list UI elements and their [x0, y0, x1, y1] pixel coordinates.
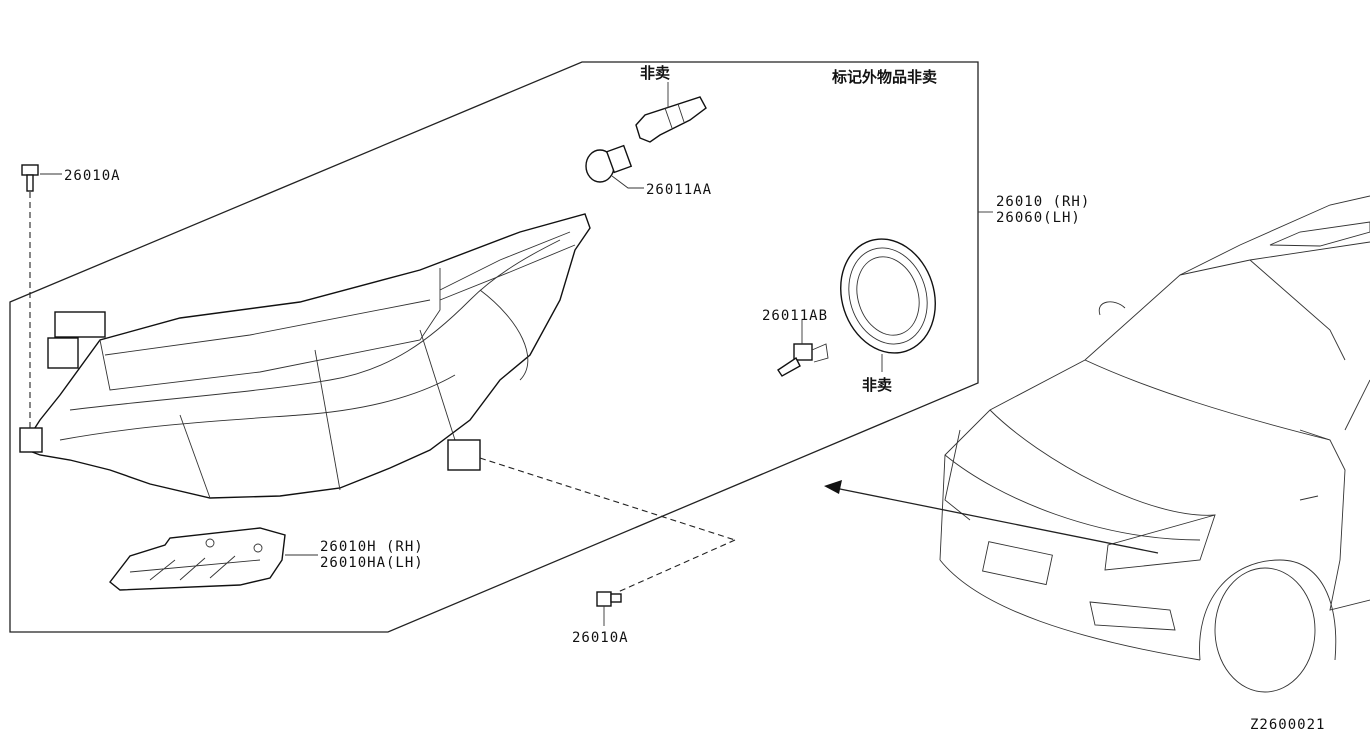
label-screw-top: 26010A	[64, 168, 121, 184]
bracket-part[interactable]	[109, 527, 286, 591]
label-bulb-small: 26011AA	[646, 182, 712, 198]
diagram-code: Z2600021	[1250, 717, 1325, 733]
bulb-small-leader	[611, 175, 644, 189]
location-arrow-line	[834, 487, 1159, 554]
bulb-socket-part[interactable]	[635, 96, 707, 143]
label-headlamp-rh: 26010 (RH)	[996, 194, 1090, 210]
assembly-boundary	[9, 61, 979, 633]
seal-ring-part[interactable]	[826, 227, 949, 366]
vehicle-illustration	[939, 195, 1370, 693]
screw-bottom-part[interactable]	[596, 591, 622, 607]
screw-bottom-dashed-leader	[479, 457, 736, 541]
label-not-for-sale-seal: 非卖	[862, 376, 892, 394]
screw-top-part[interactable]	[21, 164, 39, 192]
headlamp-assembly[interactable]	[19, 213, 591, 499]
bulb-h-part[interactable]	[777, 343, 829, 377]
label-bracket-rh: 26010H (RH)	[320, 539, 424, 555]
legend-note: 标记外物品非卖	[831, 68, 937, 86]
bulb-small-part[interactable]	[585, 144, 633, 183]
label-bracket-lh: 26010HA(LH)	[320, 555, 424, 571]
label-bulb-h: 26011AB	[762, 308, 828, 324]
label-not-for-sale-top: 非卖	[640, 64, 670, 82]
label-headlamp-lh: 26060(LH)	[996, 210, 1081, 226]
screw-bottom-dashed-leader-2	[617, 539, 736, 593]
location-arrow-head	[824, 480, 842, 494]
label-screw-bottom: 26010A	[572, 630, 629, 646]
